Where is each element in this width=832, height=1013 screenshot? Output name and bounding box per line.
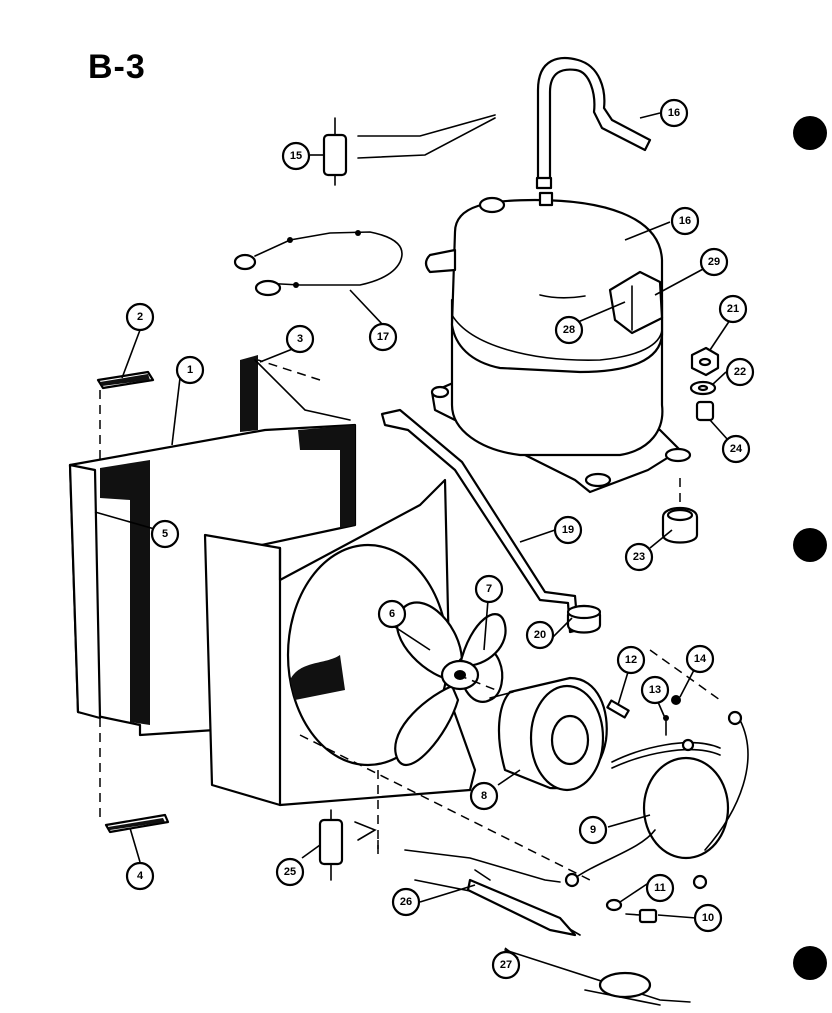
svg-text:20: 20	[534, 629, 546, 641]
callout-2: 2	[125, 302, 155, 332]
callout-3: 3	[285, 324, 315, 354]
filter-drier	[322, 114, 496, 186]
svg-text:16: 16	[679, 215, 691, 227]
diagram-title: B-3	[88, 48, 146, 86]
svg-text:4: 4	[137, 870, 144, 882]
svg-text:7: 7	[486, 583, 492, 595]
registration-mark-middle	[793, 528, 827, 562]
clip-brackets	[96, 370, 170, 834]
svg-text:15: 15	[290, 150, 302, 162]
svg-text:28: 28	[563, 324, 575, 336]
callout-16-compressor: 16	[670, 206, 700, 236]
callout-23: 23	[624, 542, 654, 572]
svg-text:9: 9	[590, 824, 596, 836]
callout-25: 25	[275, 857, 305, 887]
svg-text:12: 12	[625, 654, 637, 666]
callout-27: 27	[491, 950, 521, 980]
callout-1: 1	[175, 355, 205, 385]
callout-4: 4	[125, 861, 155, 891]
svg-text:13: 13	[649, 684, 661, 696]
callout-24: 24	[721, 434, 751, 464]
svg-text:25: 25	[284, 866, 296, 878]
callout-14: 14	[685, 644, 715, 674]
compressor	[424, 191, 692, 494]
grommet-hardware	[661, 346, 720, 544]
svg-text:24: 24	[730, 443, 743, 455]
callout-20: 20	[525, 620, 555, 650]
svg-text:14: 14	[694, 653, 707, 665]
callout-17: 17	[368, 322, 398, 352]
svg-text:29: 29	[708, 256, 720, 268]
svg-text:19: 19	[562, 524, 574, 536]
svg-text:2: 2	[137, 311, 143, 323]
registration-mark-top	[793, 116, 827, 150]
svg-text:1: 1	[187, 364, 193, 376]
callout-26: 26	[391, 887, 421, 917]
svg-text:5: 5	[162, 528, 168, 540]
svg-text:3: 3	[297, 333, 303, 345]
svg-text:10: 10	[702, 912, 714, 924]
callout-6: 6	[377, 599, 407, 629]
callout-8: 8	[469, 781, 499, 811]
overload-protector	[566, 604, 602, 634]
leader-lines	[94, 112, 731, 959]
svg-text:11: 11	[654, 882, 666, 894]
discharge-tube	[535, 56, 652, 190]
callout-12: 12	[616, 645, 646, 675]
capillary-tube	[233, 230, 403, 297]
callout-22: 22	[725, 357, 755, 387]
thermostat-tube	[404, 849, 691, 1006]
callout-29: 29	[699, 247, 729, 277]
callout-10: 10	[693, 903, 723, 933]
callout-19: 19	[553, 515, 583, 545]
svg-text:21: 21	[727, 303, 739, 315]
svg-text:8: 8	[481, 790, 487, 802]
registration-mark-bottom	[793, 946, 827, 980]
svg-text:22: 22	[734, 366, 746, 378]
svg-text:6: 6	[389, 608, 395, 620]
callout-9: 9	[578, 815, 608, 845]
fan-motor	[489, 676, 608, 792]
svg-text:26: 26	[400, 896, 412, 908]
assembly-lines	[99, 359, 721, 881]
callout-7: 7	[474, 574, 504, 604]
fan-blade	[394, 601, 507, 766]
callout-21: 21	[718, 294, 748, 324]
svg-text:23: 23	[633, 551, 645, 563]
svg-text:16: 16	[668, 107, 680, 119]
callout-11: 11	[645, 873, 675, 903]
callout-5: 5	[150, 519, 180, 549]
svg-text:27: 27	[500, 959, 512, 971]
callout-15: 15	[281, 141, 311, 171]
callout-28: 28	[554, 315, 584, 345]
callout-13: 13	[640, 675, 670, 705]
motor-bracket	[564, 710, 749, 890]
svg-text:17: 17	[377, 331, 389, 343]
capacitor	[318, 809, 377, 881]
callout-16-tube: 16	[659, 98, 689, 128]
